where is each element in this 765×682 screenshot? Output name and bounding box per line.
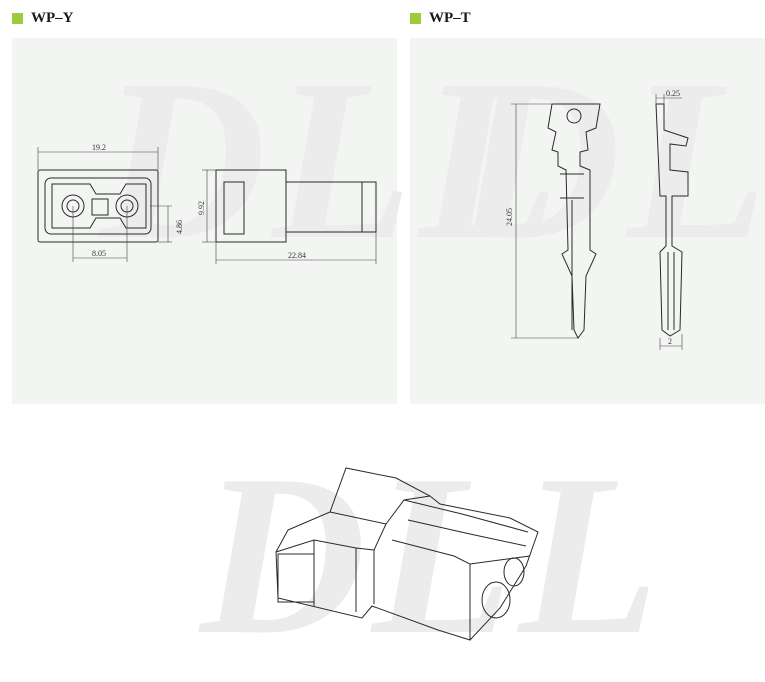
watermark-bottom: DLL [200,427,666,682]
panel-title-wp-t: WP–T [410,8,471,28]
green-square-icon [12,12,23,24]
watermark-right: DLL [455,32,765,287]
watermark-left: DLL [100,32,566,287]
wp-t-title: WP–T [429,9,471,26]
green-square-icon [410,12,421,24]
panel-title-wp-y: WP–Y [12,8,74,28]
wp-y-title: WP–Y [31,9,74,26]
